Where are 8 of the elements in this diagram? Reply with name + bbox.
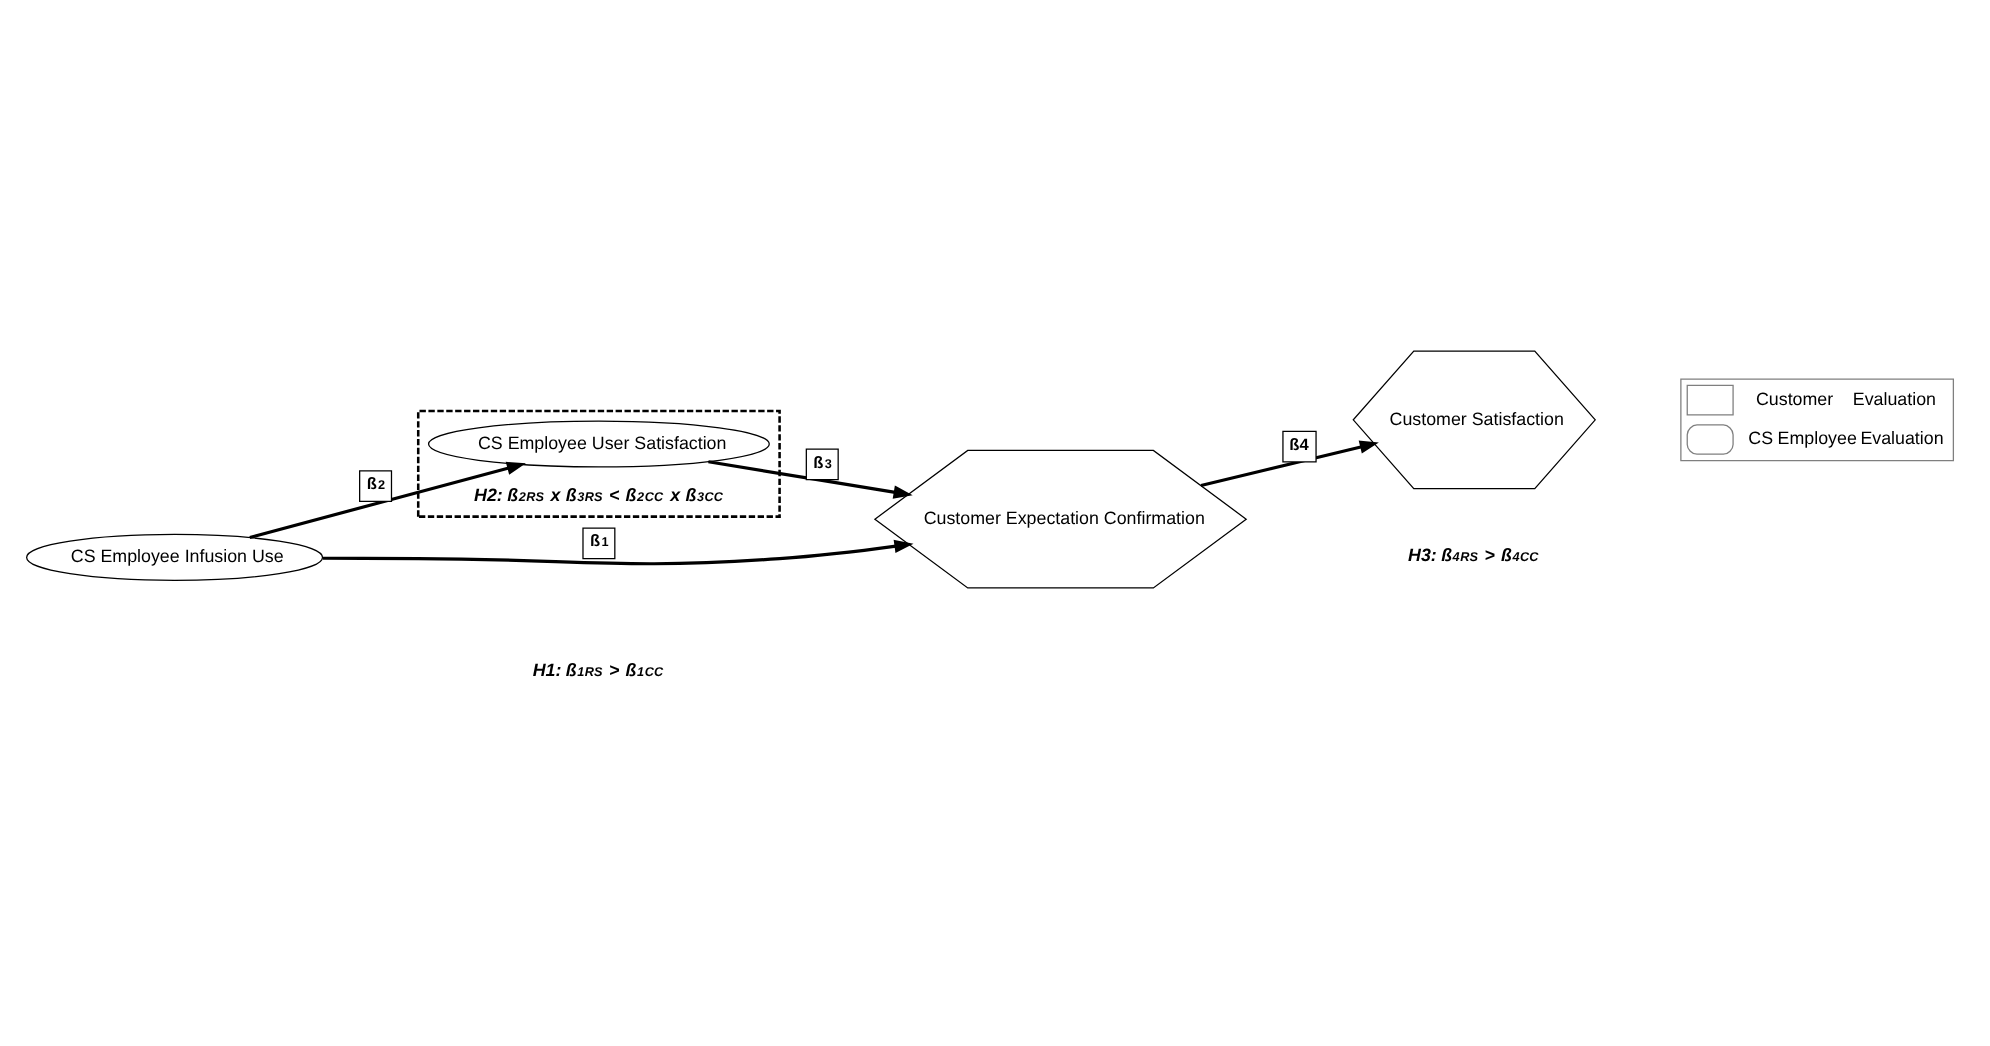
legend-label: CS Employee Evaluation [1748, 428, 1944, 449]
arrow [1200, 440, 1379, 488]
node-ellipse: CS Employee Infusion Use [26, 533, 324, 581]
node-ellipse: CS Employee User Satisfaction [427, 420, 770, 468]
arrow [249, 461, 526, 540]
arrow [708, 460, 913, 499]
legend-label: Customer Evaluation [1756, 388, 1936, 409]
arrow [322, 539, 914, 566]
